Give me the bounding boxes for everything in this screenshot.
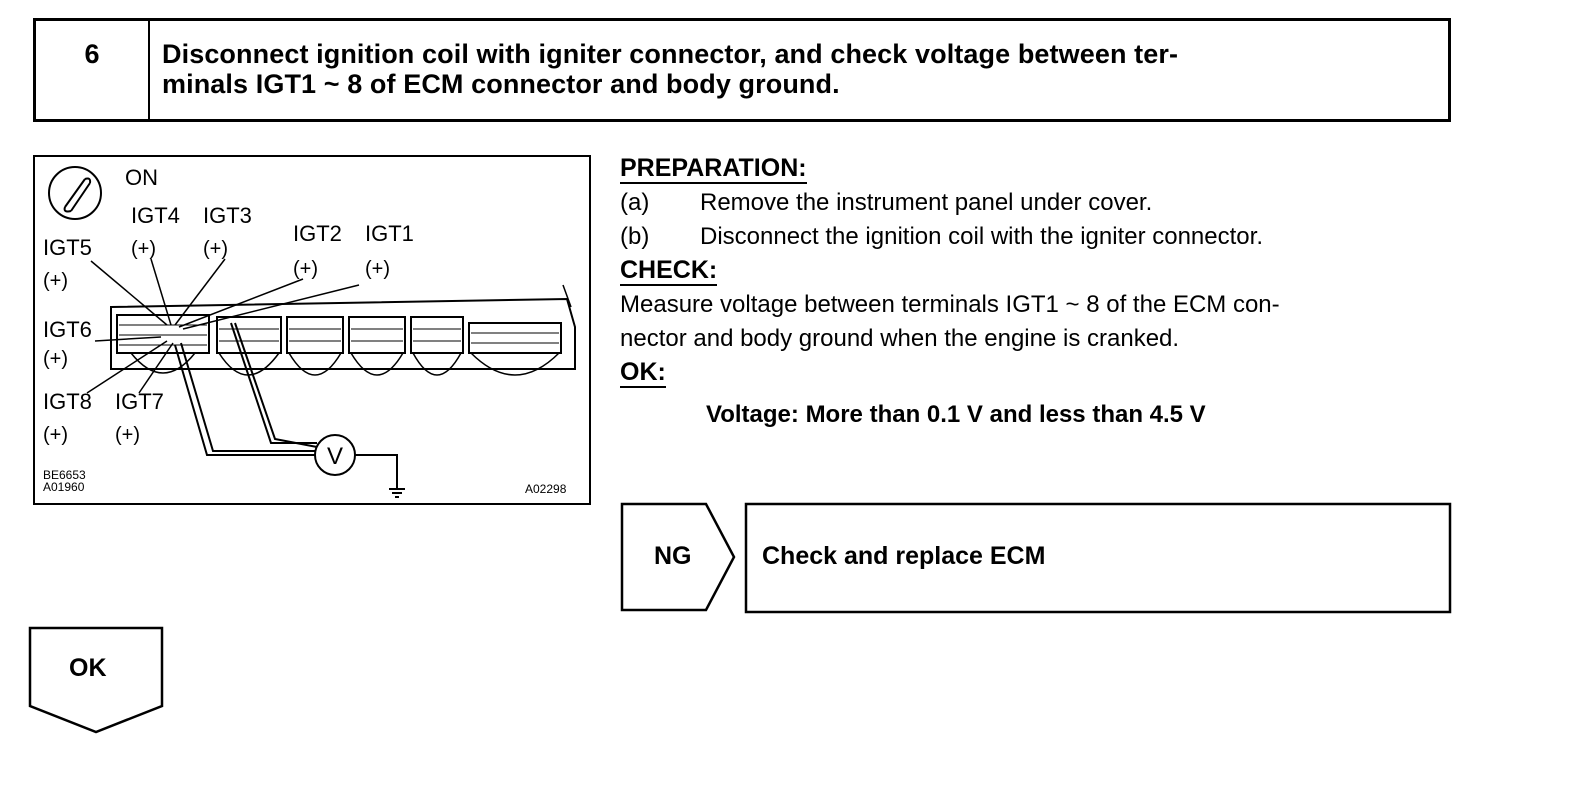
igt4-label: IGT4 bbox=[131, 203, 180, 228]
figure-code-right: A02298 bbox=[525, 482, 567, 496]
check-heading: CHECK: bbox=[620, 256, 718, 286]
step-title: Disconnect ignition coil with igniter co… bbox=[150, 21, 1448, 119]
ng-branch-shape bbox=[620, 502, 1452, 614]
ground-symbol-icon bbox=[355, 454, 405, 498]
step-header: 6 Disconnect ignition coil with igniter … bbox=[33, 18, 1451, 122]
voltmeter-symbol: V bbox=[327, 443, 343, 470]
instructions: PREPARATION: (a) Remove the instrument p… bbox=[620, 152, 1450, 432]
leader-lines bbox=[86, 258, 360, 394]
probe-leads bbox=[174, 322, 318, 456]
prep-step-a-label: (a) bbox=[620, 189, 650, 216]
prep-step-b: (b) Disconnect the ignition coil with th… bbox=[620, 220, 1450, 254]
prep-step-a-text: Remove the instrument panel under cover. bbox=[700, 189, 1153, 216]
igt5-plus: (+) bbox=[43, 270, 68, 292]
figure-code-left-2: A01960 bbox=[43, 480, 85, 494]
ecm-connector-icon bbox=[110, 284, 576, 376]
step-number: 6 bbox=[36, 21, 150, 119]
igt6-label: IGT6 bbox=[43, 317, 92, 342]
figure-code-left-1: BE6653 bbox=[43, 468, 86, 482]
prep-step-b-text: Disconnect the ignition coil with the ig… bbox=[700, 223, 1263, 250]
igt3-plus: (+) bbox=[203, 238, 228, 260]
igt1-label: IGT1 bbox=[365, 221, 414, 246]
preparation-heading: PREPARATION: bbox=[620, 154, 807, 184]
ecm-connector-diagram: ON IGT4 IGT3 IGT2 IGT1 IGT5 (+) (+) (+) … bbox=[33, 155, 591, 505]
ng-action: Check and replace ECM bbox=[762, 542, 1046, 570]
ok-branch-shape bbox=[28, 626, 164, 734]
igt2-label: IGT2 bbox=[293, 221, 342, 246]
igt1-plus: (+) bbox=[365, 258, 390, 280]
ng-branch: NG Check and replace ECM bbox=[620, 502, 1452, 614]
ok-branch: OK bbox=[28, 626, 166, 736]
step-title-line-1: Disconnect ignition coil with igniter co… bbox=[162, 39, 1179, 69]
igt4-plus: (+) bbox=[131, 238, 156, 260]
igt8-label: IGT8 bbox=[43, 389, 92, 414]
check-line-2: nector and body ground when the engine i… bbox=[620, 325, 1180, 352]
prep-step-b-label: (b) bbox=[620, 223, 650, 250]
igt6-plus: (+) bbox=[43, 348, 68, 370]
ignition-switch-icon bbox=[48, 166, 102, 220]
ng-label: NG bbox=[654, 542, 692, 570]
igt5-label: IGT5 bbox=[43, 235, 92, 260]
check-line-1: Measure voltage between terminals IGT1 ~… bbox=[620, 291, 1280, 318]
voltmeter-icon: V bbox=[314, 434, 356, 476]
diagram-svg: ON IGT4 IGT3 IGT2 IGT1 IGT5 (+) (+) (+) … bbox=[43, 165, 576, 498]
step-title-line-2: minals IGT1 ~ 8 of ECM connector and bod… bbox=[162, 69, 840, 99]
igt8-plus: (+) bbox=[43, 424, 68, 446]
igt7-plus: (+) bbox=[115, 424, 140, 446]
igt2-plus: (+) bbox=[293, 258, 318, 280]
ok-label: OK bbox=[69, 654, 107, 682]
switch-on-label: ON bbox=[125, 165, 158, 190]
ok-voltage-value: Voltage: More than 0.1 V and less than 4… bbox=[706, 401, 1206, 428]
igt3-label: IGT3 bbox=[203, 203, 252, 228]
prep-step-a: (a) Remove the instrument panel under co… bbox=[620, 186, 1450, 220]
ok-heading: OK: bbox=[620, 358, 666, 388]
